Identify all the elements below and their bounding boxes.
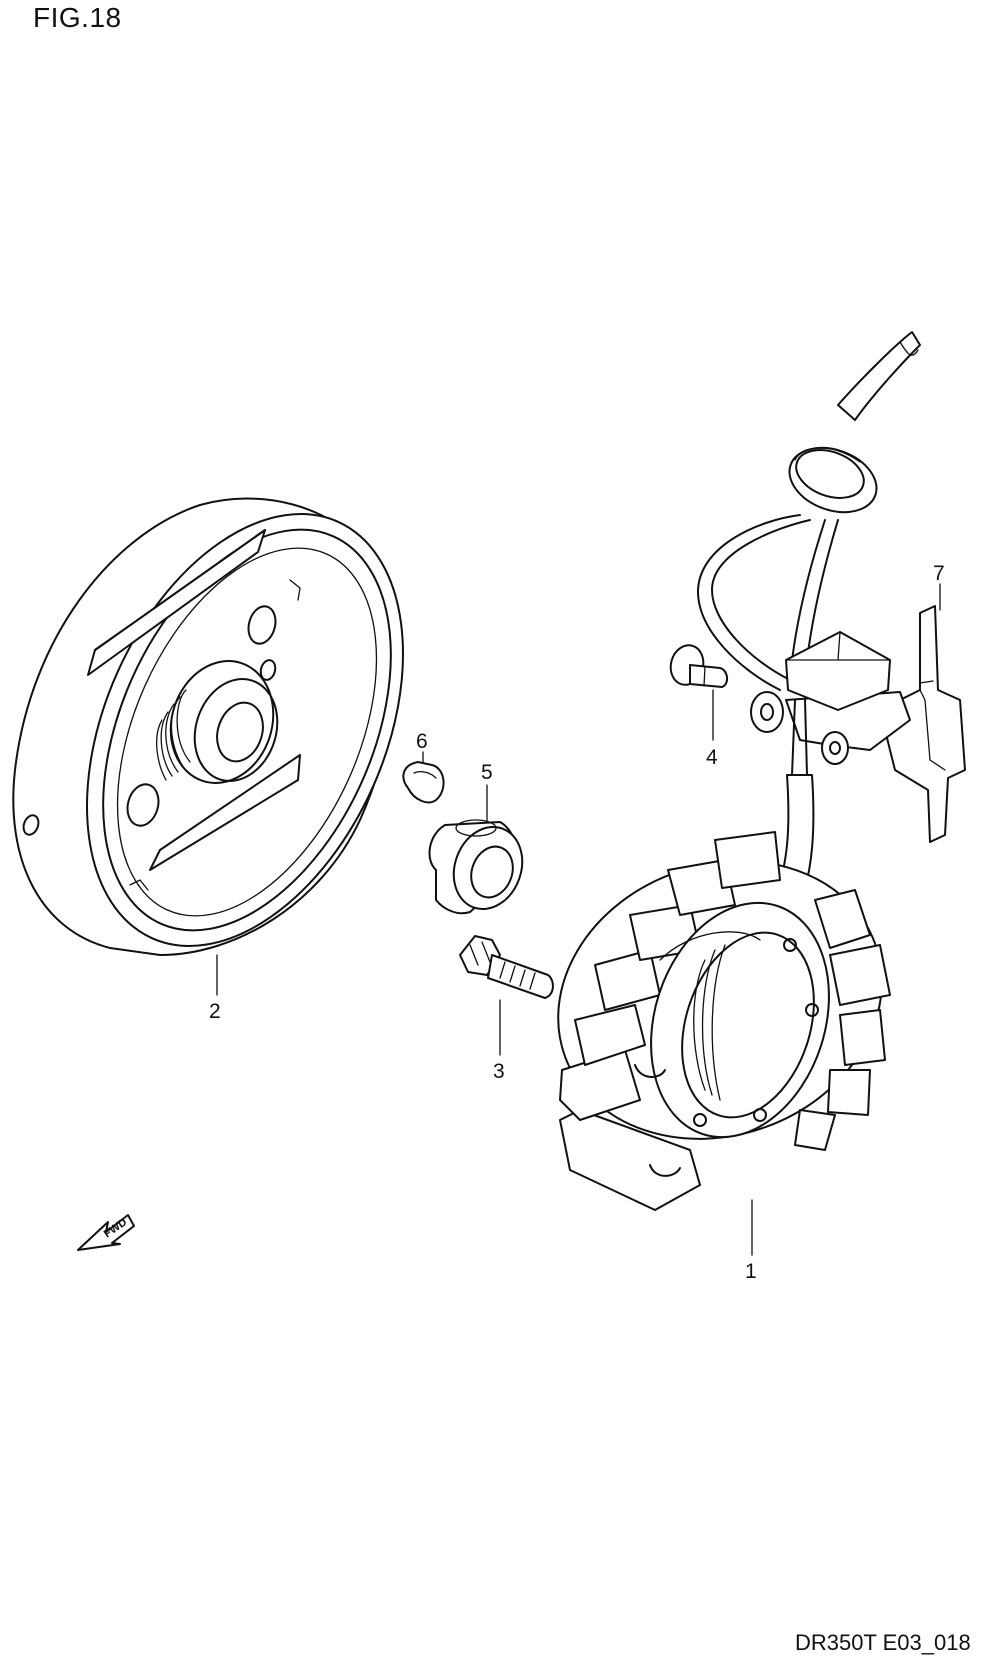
woodruff-key: [402, 761, 445, 804]
callout-7: 7: [933, 562, 945, 585]
callout-5: 5: [481, 761, 493, 784]
stator-bolt: [459, 935, 554, 999]
wire-clamp-bracket: [750, 605, 966, 843]
collar-spacer: [428, 819, 524, 915]
callout-1: 1: [745, 1260, 757, 1283]
callout-2: 2: [209, 1000, 221, 1023]
fwd-arrow-icon: FWD: [77, 1214, 135, 1251]
figure-title: FIG.18: [33, 2, 122, 33]
callout-3: 3: [493, 1060, 505, 1083]
flywheel-rotor: [12, 497, 404, 956]
callout-4: 4: [706, 746, 718, 769]
figure-code: DR350T E03_018: [795, 1630, 971, 1655]
leader-lines: [216, 583, 941, 1256]
stator-assembly: [557, 831, 891, 1211]
callout-6: 6: [416, 730, 428, 753]
wiring-harness: [696, 331, 921, 916]
clamp-screw: [669, 644, 728, 688]
